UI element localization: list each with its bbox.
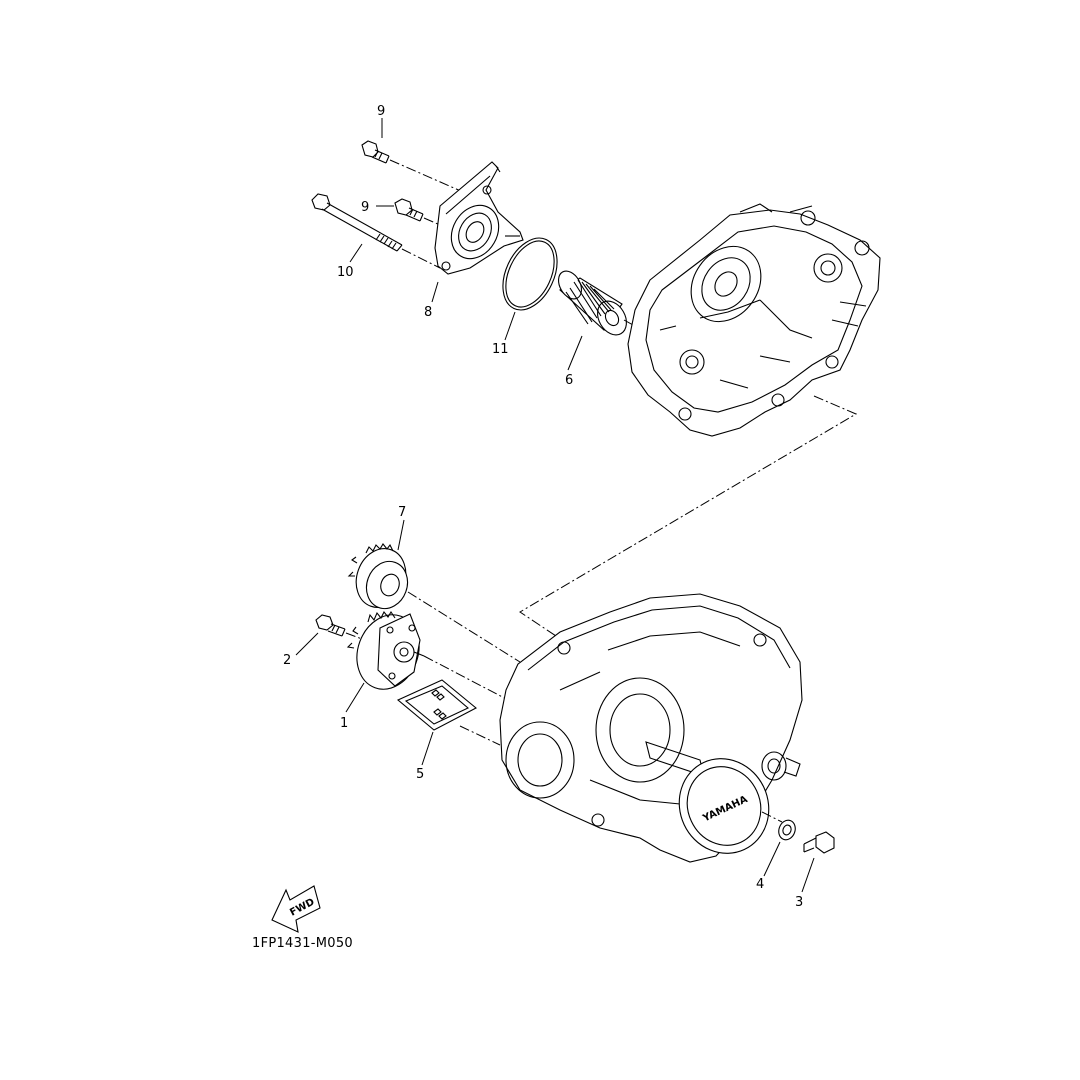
callout-5: 5 <box>416 767 424 782</box>
callout-9-top: 9 <box>377 104 385 119</box>
callout-9-middle: 9 <box>361 200 369 215</box>
bolt-9-middle <box>394 198 424 222</box>
callout-8: 8 <box>424 305 432 320</box>
oil-pump-1 <box>346 610 425 690</box>
callout-2: 2 <box>283 653 291 668</box>
washer-4 <box>778 819 796 841</box>
callout-3: 3 <box>795 895 803 910</box>
bolt-9-top <box>361 140 390 164</box>
oil-filter-6 <box>557 270 627 336</box>
fwd-arrow-icon: FWD <box>271 885 321 933</box>
bolt-2 <box>315 614 346 637</box>
callout-6: 6 <box>565 373 573 388</box>
callout-1: 1 <box>340 716 348 731</box>
crankcase-cover <box>627 203 881 437</box>
strainer-5 <box>396 679 477 731</box>
drain-bolt-3 <box>803 831 835 854</box>
filter-cover-8 <box>434 161 524 275</box>
callout-7: 7 <box>398 505 406 520</box>
gear-7 <box>347 543 409 610</box>
callout-10: 10 <box>337 265 354 280</box>
callout-4: 4 <box>756 877 764 892</box>
callout-11: 11 <box>492 342 509 357</box>
diagram-code: 1FP1431-M050 <box>252 936 353 951</box>
crankcase: YAMAHA <box>499 593 803 863</box>
bolt-10 <box>311 193 403 252</box>
o-ring-11 <box>502 237 558 311</box>
